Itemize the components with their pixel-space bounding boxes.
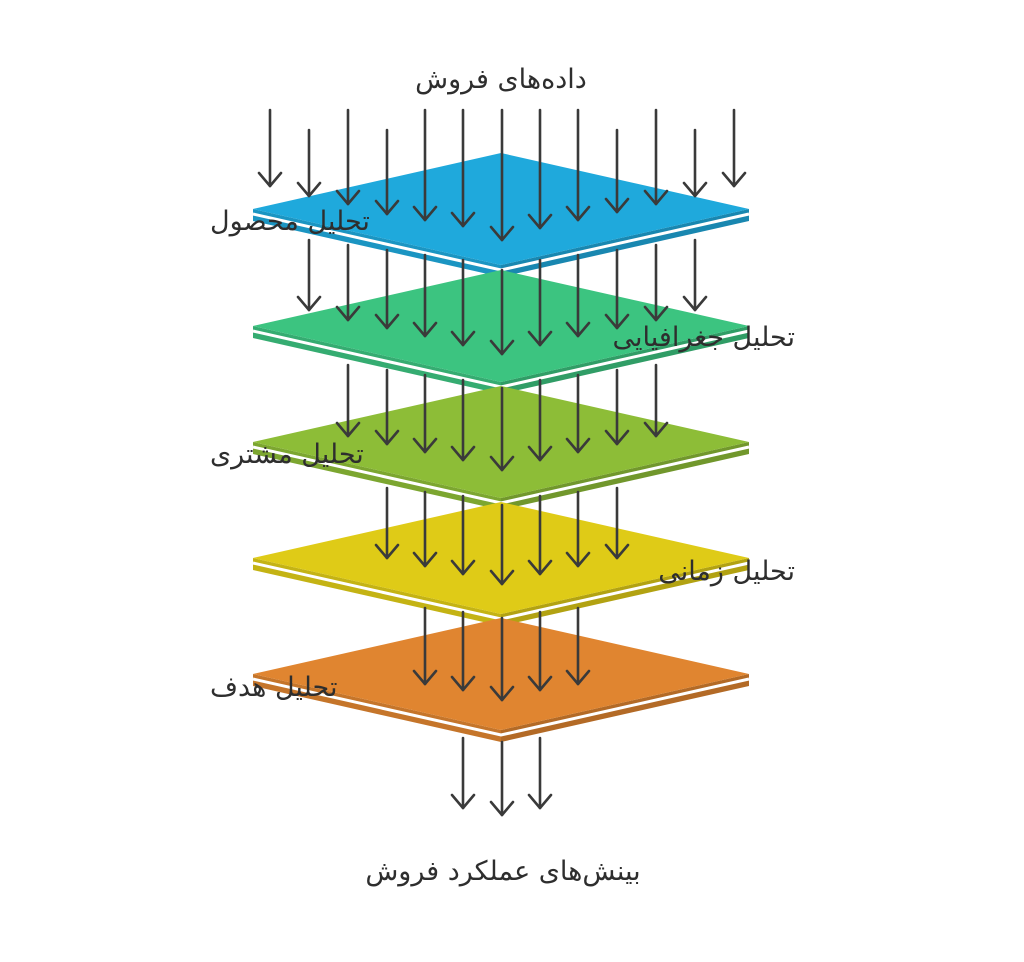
flow-arrow (721, 108, 747, 188)
flow-arrow (527, 258, 553, 347)
arrow-group-5 (450, 736, 553, 817)
flow-arrow (643, 108, 669, 206)
flow-arrow (604, 128, 630, 214)
flow-arrow (643, 363, 669, 438)
flow-arrow (643, 243, 669, 322)
flow-arrow (296, 128, 322, 198)
flow-arrow (604, 248, 630, 330)
layer-label-1: تحلیل محصول (210, 206, 370, 237)
arrow-group-4 (412, 606, 591, 702)
flow-arrow (527, 610, 553, 692)
flow-arrow (412, 108, 438, 222)
flow-arrow (257, 108, 283, 188)
flow-arrow (527, 108, 553, 230)
flow-arrow (489, 108, 515, 242)
flow-arrow (489, 386, 515, 472)
flow-arrow (450, 494, 476, 576)
flow-arrow (450, 610, 476, 692)
layer-label-5: تحلیل هدف (210, 672, 337, 703)
layer-label-2: تحلیل جغرافیایی (613, 322, 795, 353)
flow-arrow (527, 378, 553, 462)
flow-arrow (450, 378, 476, 462)
input-label: داده‌های فروش (415, 64, 587, 95)
analysis-layers: تحلیل محصول تحلیل جغرافیایی تحلیل مشتری تحل… (210, 108, 795, 817)
flow-arrow (565, 373, 591, 454)
flow-arrow (682, 128, 708, 198)
flow-arrow (682, 238, 708, 312)
flow-arrow (335, 243, 361, 322)
flow-arrow (565, 606, 591, 686)
flow-arrow (527, 494, 553, 576)
flow-arrow (604, 368, 630, 446)
flow-arrow (450, 258, 476, 347)
flow-arrow (565, 490, 591, 568)
flow-arrow (412, 373, 438, 454)
flow-arrow (412, 606, 438, 686)
flow-arrow (374, 486, 400, 560)
arrow-group-1 (296, 238, 708, 356)
flow-arrow (489, 268, 515, 356)
output-label: بینش‌های عملکرد فروش (365, 856, 640, 887)
flow-arrow (335, 108, 361, 206)
flow-arrow (489, 503, 515, 586)
flow-arrow (296, 238, 322, 312)
flow-arrow (450, 108, 476, 228)
flow-arrow (527, 736, 553, 810)
plate-seam (252, 677, 750, 737)
arrow-group-0 (257, 108, 747, 242)
flow-arrow (374, 128, 400, 216)
arrow-group-2 (335, 363, 669, 472)
flow-arrow (450, 736, 476, 810)
flow-arrow (489, 616, 515, 702)
flow-arrow (489, 740, 515, 817)
layer-label-3: تحلیل مشتری (210, 439, 364, 470)
flow-arrow (412, 490, 438, 568)
flow-arrow (565, 253, 591, 338)
flow-arrow (565, 108, 591, 222)
flow-arrow (335, 363, 361, 438)
layer-label-4: تحلیل زمانی (658, 556, 795, 587)
flow-arrow (604, 486, 630, 560)
flow-arrow (374, 248, 400, 330)
flow-arrow (374, 368, 400, 446)
arrow-group-3 (374, 486, 630, 586)
flow-arrow (412, 253, 438, 338)
